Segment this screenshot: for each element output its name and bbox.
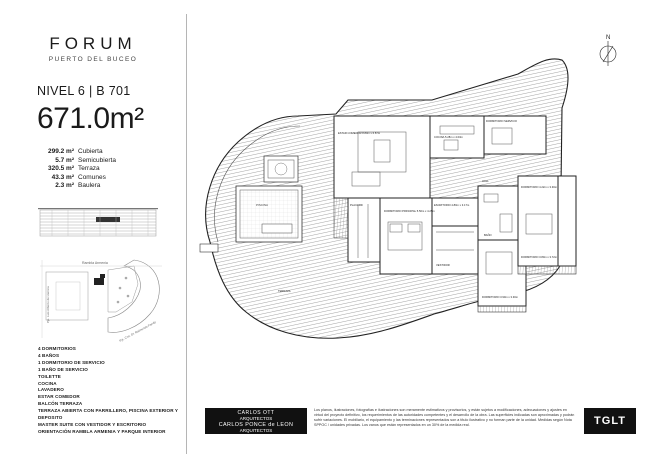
area-label: Comunes: [78, 173, 106, 181]
room-dormitorio-servicio: [483, 115, 547, 155]
room-dormitorio-principal: [379, 197, 433, 275]
architect-1-role: ARQUITECTOS: [239, 416, 273, 421]
label-dorm-a: DORMITORIO 3.90m x 3.30m: [482, 295, 519, 299]
feature-item: BALCÓN TERRAZA: [38, 401, 83, 407]
label-dorm-c: DORMITORIO 3.80m x 3.72m: [521, 255, 558, 259]
label-piscina: PISCINA: [256, 203, 268, 207]
area-label: Semicubierta: [78, 156, 116, 164]
area-value: 43.3 m²: [51, 173, 74, 181]
building-elevation-thumbnail: [38, 208, 158, 237]
feature-item: ESTAR COMEDOR: [38, 394, 80, 400]
label-cocina: COCINA 5.28m x 4.03m: [434, 135, 464, 139]
room-escritorio: [431, 197, 479, 227]
info-panel: FORUM PUERTO DEL BUCEO NIVEL 6 | B 701 6…: [0, 0, 186, 466]
brand-logo-subtitle: PUERTO DEL BUCEO: [48, 56, 138, 63]
area-value: 299.2 m²: [47, 148, 74, 155]
feature-item: MASTER SUITE CON VESTIDOR Y ESCRITORIO: [38, 421, 147, 427]
feature-item: 1 BAÑO DE SERVICIO: [38, 366, 88, 372]
street-label-top: Rambla Armenia: [82, 261, 108, 265]
jacuzzi: [263, 155, 299, 183]
label-master: DORMITORIO PRINCIPAL 5.50m x 4.25m: [384, 209, 435, 213]
room-dormitorio-c: [557, 175, 577, 267]
area-value: 2.3 m²: [55, 182, 74, 190]
feature-item: 4 DORMITORIOS: [38, 346, 76, 351]
room-dormitorio-b: [517, 175, 559, 267]
area-value: 5.7 m²: [55, 156, 74, 164]
feature-item: ORIENTACIÓN RAMBLA ARMENIA Y PARQUE INTE…: [38, 428, 166, 434]
total-area: 671.0m²: [37, 102, 144, 135]
area-row-terraza: 320.5 m² Terraza: [47, 165, 116, 174]
label-dorm-b: DORMITORIO 4.22m x 3.30m: [521, 185, 558, 189]
legal-disclaimer: Los planos, ilustraciones, fotografías e…: [314, 408, 575, 428]
street-label-right: Pje. Cno. Dr. Raimundo Pando: [119, 320, 157, 342]
street-label-left: Pje. Luis Alberto de Herrera: [46, 286, 50, 323]
label-terraza: TERRAZA: [278, 289, 291, 293]
area-label: Cubierta: [78, 148, 103, 155]
label-dorm-servicio: DORMITORIO SERVICIO: [486, 119, 517, 123]
label-estar: ESTAR COMEDOR 8.80m x 6.87m: [338, 131, 381, 135]
room-cocina: [429, 115, 485, 159]
svg-text:N: N: [606, 35, 610, 41]
tglt-logo: TGLT: [584, 408, 636, 434]
label-hall: HALL: [482, 179, 489, 183]
feature-item: TERRAZA ABIERTA CON PARRILLERO, PISCINA …: [38, 408, 179, 421]
floor-plan: PISCINA: [199, 58, 577, 339]
feature-item: LAVADERO: [38, 387, 64, 393]
area-row-comunes: 43.3 m² Comunes: [47, 174, 116, 183]
architect-2: CARLOS PONCE de LEON: [218, 422, 294, 428]
north-arrow-icon: N: [599, 35, 617, 66]
area-row-cubierta: 299.2 m² Cubierta: [47, 148, 116, 157]
room-placard: [347, 197, 381, 263]
unit-title: NIVEL 6 | B 701: [37, 84, 131, 98]
label-bano: BAÑO: [484, 232, 492, 237]
area-label: Terraza: [78, 165, 100, 173]
label-placard: PLACARD: [350, 203, 363, 207]
label-escritorio: ESCRITORIO 4.80m x 3.17m: [434, 203, 470, 207]
architect-2-role: ARQUITECTOS: [239, 428, 273, 433]
area-row-baulera: 2.3 m² Baulera: [47, 182, 116, 191]
room-estar-comedor: [333, 115, 431, 199]
area-label: Baulera: [78, 182, 101, 190]
site-location-map: Rambla Armenia Pje. Luis Alberto de Herr…: [40, 259, 162, 342]
area-value: 320.5 m²: [47, 165, 74, 173]
feature-item: COCINA: [38, 380, 57, 386]
feature-item: 4 BAÑOS: [38, 352, 60, 358]
brand-logo-name: FORUM: [49, 34, 137, 53]
panel-divider: [186, 14, 187, 454]
unit-location-marker: [94, 278, 104, 285]
feature-item: 1 DORMITORIO DE SERVICIO: [38, 359, 105, 365]
architect-1: CARLOS OTT: [237, 410, 275, 416]
label-vestidor: VESTIDOR: [436, 263, 450, 267]
area-breakdown-list: 299.2 m² Cubierta 5.7 m² Semicubierta 320.…: [47, 148, 116, 191]
features-list: 4 DORMITORIOS 4 BAÑOS 1 DORMITORIO DE SE…: [38, 346, 186, 436]
architects-credits: CARLOS OTT ARQUITECTOS CARLOS PONCE de L…: [205, 408, 307, 434]
area-row-semicubierta: 5.7 m² Semicubierta: [47, 157, 116, 166]
feature-item: TOILETTE: [38, 373, 61, 379]
